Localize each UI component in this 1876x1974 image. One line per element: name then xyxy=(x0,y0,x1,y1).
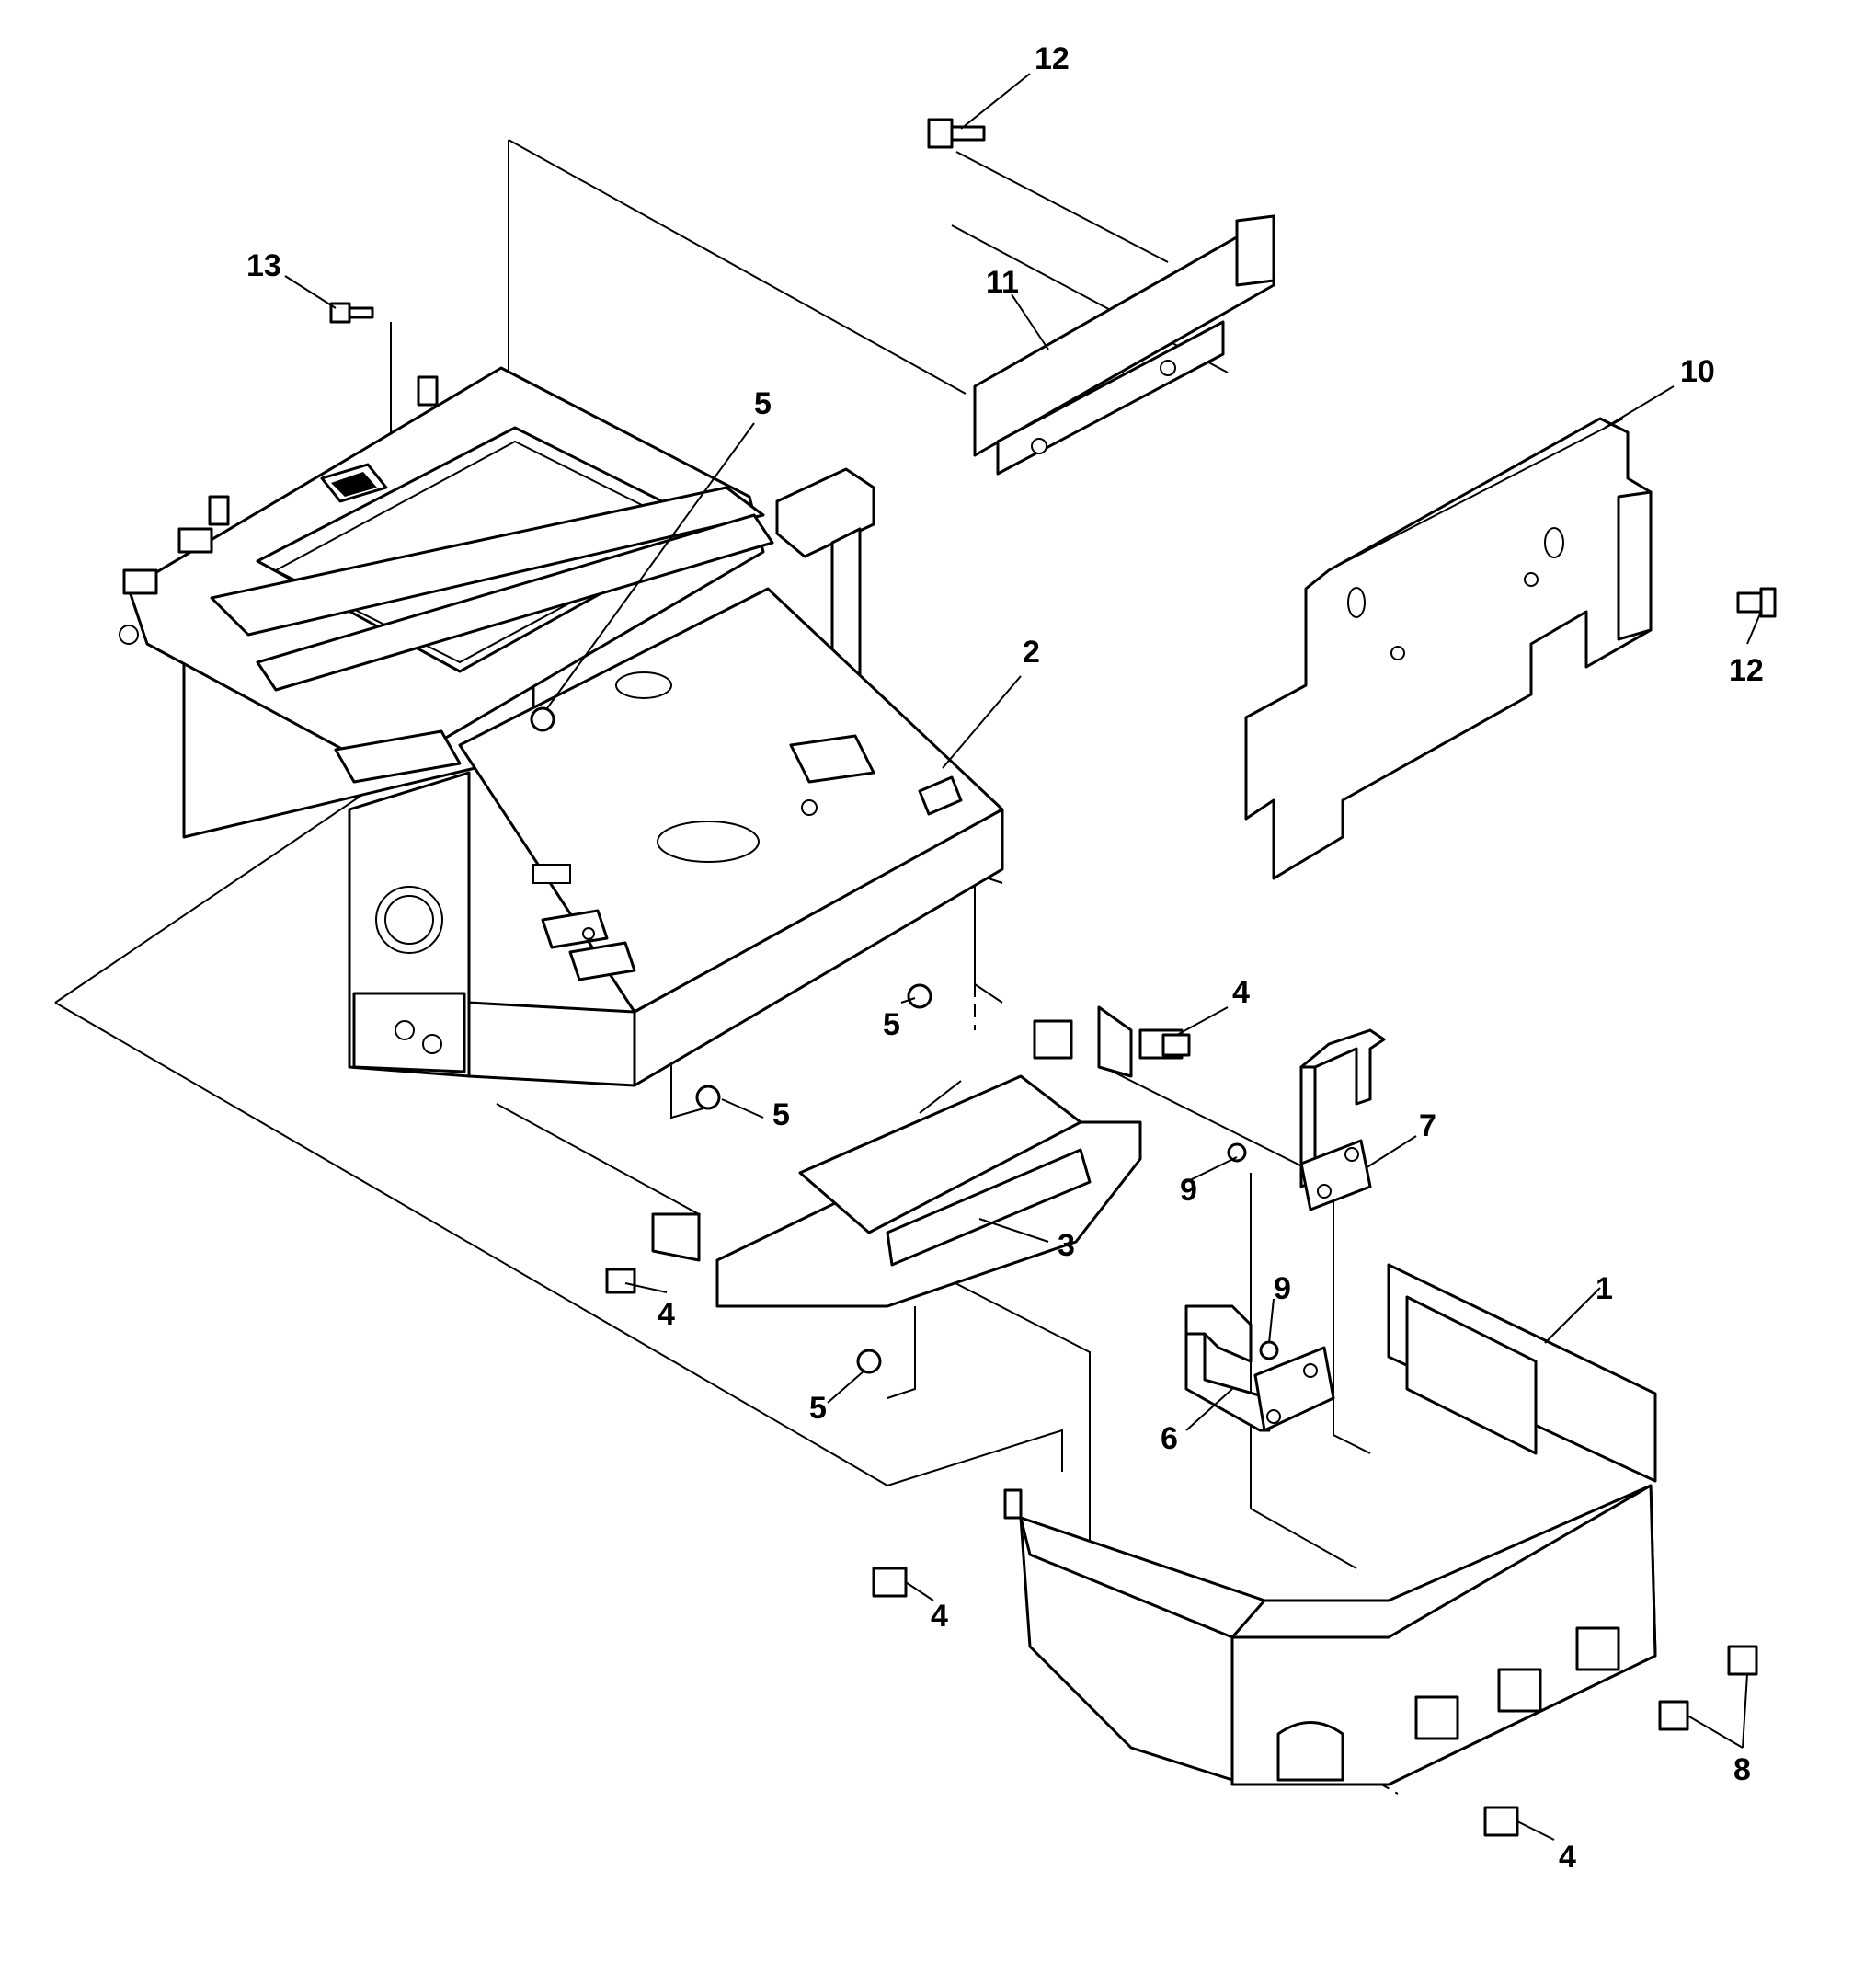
part-10-rear-panel xyxy=(1244,417,1653,880)
callout-12-top: 12 xyxy=(1035,41,1070,76)
callout-5-lower: 5 xyxy=(772,1097,790,1132)
part-7-bracket xyxy=(1299,1028,1386,1211)
callout-8: 8 xyxy=(1733,1752,1751,1787)
callout-9-lower: 9 xyxy=(1274,1271,1291,1306)
part-2-main-frame xyxy=(119,366,1004,1087)
part-11-top-panel xyxy=(973,214,1275,476)
callout-labels: 12 13 11 10 5 2 12 4 5 5 7 9 3 1 9 4 5 6… xyxy=(246,41,1764,1875)
callout-9-upper: 9 xyxy=(1180,1173,1197,1208)
callout-7: 7 xyxy=(1419,1108,1436,1143)
callout-10: 10 xyxy=(1680,354,1715,389)
callout-1: 1 xyxy=(1596,1271,1613,1306)
callout-2: 2 xyxy=(1023,635,1040,670)
callout-3: 3 xyxy=(1058,1228,1075,1263)
part-6-bracket xyxy=(1184,1304,1335,1432)
callout-4-bottom: 4 xyxy=(1559,1840,1576,1875)
leader-lines xyxy=(284,73,1762,1841)
callout-12-right: 12 xyxy=(1729,653,1764,688)
callout-4-lower: 4 xyxy=(931,1599,948,1634)
callout-4-mid: 4 xyxy=(658,1297,675,1332)
callout-5-mid: 5 xyxy=(883,1007,900,1042)
callout-5-bottom: 5 xyxy=(809,1391,827,1426)
callout-4-upper: 4 xyxy=(1232,975,1250,1010)
callout-6: 6 xyxy=(1161,1421,1178,1456)
callout-5-upper: 5 xyxy=(754,386,772,421)
part-1-bumper xyxy=(1003,1263,1657,1786)
part-3-bracket xyxy=(651,1005,1142,1308)
callout-13: 13 xyxy=(246,248,281,283)
callout-11: 11 xyxy=(986,265,1019,300)
